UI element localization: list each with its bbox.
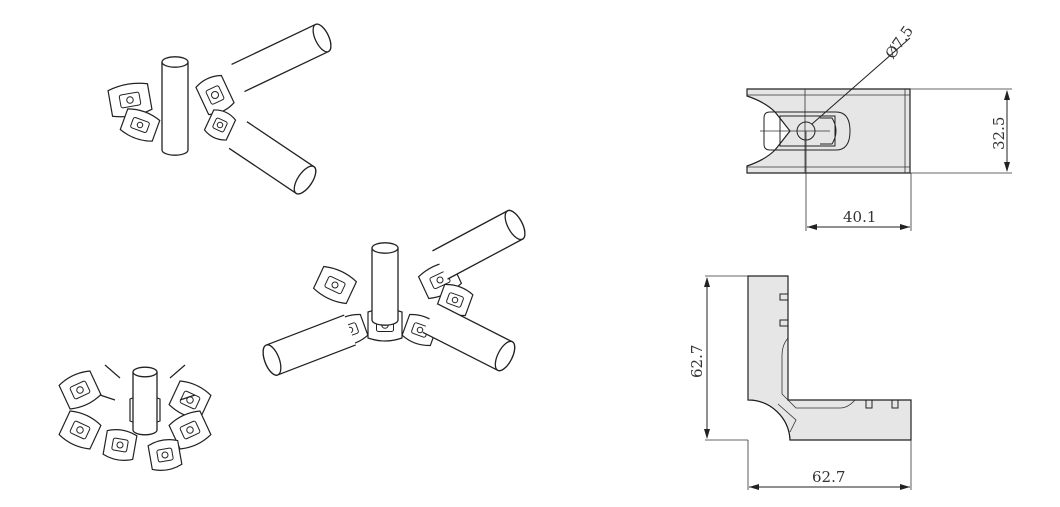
clamp bbox=[58, 410, 102, 450]
clamp-bolt bbox=[116, 441, 124, 449]
vertical-pipe bbox=[132, 372, 158, 436]
pipe-end bbox=[262, 344, 282, 376]
clamp-bolt bbox=[331, 281, 339, 289]
clamp bbox=[119, 108, 161, 142]
clamp-slot bbox=[130, 116, 150, 134]
clamp-slot bbox=[324, 275, 346, 295]
clamp-bolt bbox=[76, 426, 84, 434]
vertical-pipe bbox=[371, 248, 399, 326]
clamp-bolt bbox=[136, 121, 144, 129]
top-view: Ø7.5 32.5 40.1 bbox=[746, 22, 1012, 231]
clamp-slot bbox=[212, 117, 228, 133]
hole-diameter-label: Ø7.5 bbox=[882, 22, 917, 62]
vertical-pipe-top bbox=[371, 242, 399, 254]
clamp-bolt bbox=[436, 276, 444, 284]
clamp-bolt bbox=[126, 96, 134, 104]
clamp-bolt bbox=[216, 121, 224, 129]
clamp-slot bbox=[118, 91, 142, 109]
clamp-slot bbox=[179, 390, 201, 410]
clamp-bolt bbox=[161, 451, 169, 459]
clamp-slot bbox=[205, 85, 225, 105]
front-height-dimension-label: 62.7 bbox=[688, 345, 706, 378]
clamp bbox=[107, 82, 153, 118]
vertical-pipe-top bbox=[161, 56, 189, 68]
clamp-bolt bbox=[451, 296, 459, 304]
clamp bbox=[312, 265, 358, 305]
pipe-end bbox=[312, 23, 332, 53]
width-dimension-label: 40.1 bbox=[843, 208, 876, 226]
clamp bbox=[58, 370, 102, 410]
front-width-dimension-label: 62.7 bbox=[812, 468, 845, 486]
clamp-slot bbox=[111, 437, 129, 453]
clamp-slot bbox=[156, 447, 174, 463]
connector-flanges bbox=[99, 364, 196, 401]
clamp-bolt bbox=[186, 426, 194, 434]
clamp bbox=[203, 109, 237, 141]
clamp bbox=[102, 429, 138, 461]
pipe-end bbox=[293, 165, 317, 195]
clamp-bolt bbox=[416, 326, 424, 334]
clamp-slot bbox=[69, 420, 91, 440]
clamp-slot bbox=[179, 420, 201, 440]
clamp-slot bbox=[69, 380, 91, 400]
clamp bbox=[147, 439, 183, 471]
diameter-leader-line bbox=[811, 37, 911, 125]
vertical-pipe bbox=[161, 62, 189, 156]
isometric-assembly-four-way bbox=[262, 209, 526, 376]
isometric-connector-cluster bbox=[58, 364, 212, 471]
front-view: 62.7 62.7 bbox=[688, 275, 912, 490]
clamp-slot bbox=[446, 292, 464, 308]
pipe-end bbox=[504, 209, 526, 241]
height-dimension-label: 32.5 bbox=[990, 117, 1008, 150]
clamp-bolt bbox=[211, 91, 219, 99]
vertical-pipe-top bbox=[132, 366, 158, 378]
isometric-assembly-two-way bbox=[107, 23, 332, 195]
clamp bbox=[168, 410, 212, 450]
clamp-bolt bbox=[76, 386, 84, 394]
pipe-end bbox=[494, 340, 516, 372]
